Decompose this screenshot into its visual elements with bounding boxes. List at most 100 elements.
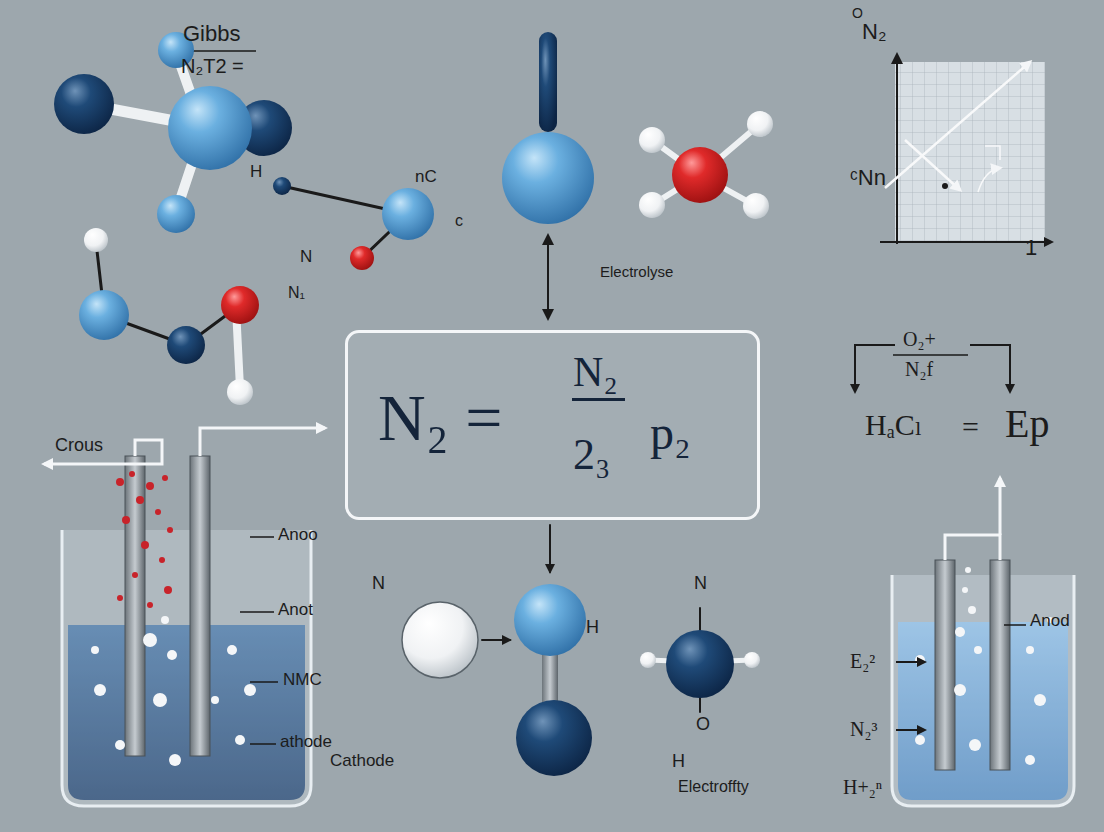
molecule-bottom — [640, 652, 656, 668]
line-chart — [885, 62, 1030, 188]
molecule-small — [350, 246, 374, 270]
molecule-stick — [539, 32, 557, 132]
molecule-bottom — [402, 602, 478, 678]
text-label: c — [455, 212, 463, 230]
electrolysis-beaker-right — [1025, 755, 1035, 765]
electrolysis-beaker-left — [143, 633, 157, 647]
electrolysis-beaker-right — [892, 575, 1074, 806]
text-label: O — [696, 715, 710, 735]
text-label: Anod — [1030, 612, 1070, 631]
electrolysis-beaker-left — [94, 684, 106, 696]
electrolysis-beaker-left — [235, 735, 245, 745]
electrolysis-beaker-left — [250, 681, 278, 683]
electrolysis-beaker-left — [116, 478, 124, 486]
electrolysis-beaker-right — [915, 655, 925, 665]
text-label: N₂ — [862, 20, 886, 44]
electrolysis-beaker-left — [244, 684, 256, 696]
molecule-chain — [227, 379, 253, 405]
molecule-stick — [502, 132, 594, 224]
molecule-tetrahedral — [54, 74, 114, 134]
electrolysis-beaker-left — [117, 595, 123, 601]
electrolysis-beaker-left — [115, 740, 125, 750]
equation-text: N₂ = — [378, 385, 502, 451]
molecule-water — [672, 147, 728, 203]
molecule-water — [639, 111, 773, 219]
text-label: Gibbs — [183, 22, 240, 46]
electrolysis-beaker-left — [169, 754, 181, 766]
electrolysis-beaker-left — [227, 645, 237, 655]
text-label: N — [372, 574, 385, 594]
electrolysis-beaker-left — [200, 428, 325, 456]
electrolysis-beaker-left — [240, 611, 274, 613]
electrolysis-beaker-right — [935, 560, 955, 770]
equation-text: 2₃ — [573, 433, 610, 477]
text-label: N₁ — [288, 284, 305, 302]
electrolysis-beaker-left — [159, 557, 165, 563]
molecule-water — [639, 192, 665, 218]
line-chart — [942, 183, 948, 189]
text-label: ᶜNn — [850, 166, 886, 190]
molecule-chain — [167, 326, 205, 364]
line-chart — [895, 62, 1045, 242]
text-label: H — [586, 618, 599, 638]
text-label: Electrolyse — [600, 264, 673, 281]
fraction-bar — [572, 398, 625, 401]
bracket-arrows — [855, 345, 895, 392]
text-label: H — [672, 752, 685, 772]
line-chart — [905, 140, 960, 190]
electrolysis-beaker-right — [892, 478, 1074, 806]
molecule-bottom — [482, 639, 510, 641]
electrolysis-beaker-right — [969, 739, 981, 751]
molecule-tetrahedral — [54, 32, 292, 233]
electrolysis-beaker-right — [1026, 646, 1034, 654]
text-label: O — [852, 6, 863, 21]
electrolysis-beaker-left — [167, 650, 177, 660]
molecule-chain — [221, 286, 259, 324]
text-label: N — [694, 574, 707, 594]
electrolysis-beaker-right — [896, 729, 925, 731]
molecule-bottom — [666, 630, 734, 698]
electrolysis-beaker-left — [125, 456, 145, 756]
electrolysis-beaker-left — [153, 693, 167, 707]
electrolysis-beaker-left — [129, 471, 135, 477]
text-label: E₂² — [850, 650, 875, 672]
electrolysis-beaker-left — [155, 509, 161, 515]
electrolysis-beaker-left — [147, 602, 153, 608]
electrolysis-beaker-right — [896, 661, 925, 663]
line-chart — [880, 55, 1052, 244]
text-label: H — [250, 163, 262, 182]
text-label: nC — [415, 168, 437, 187]
molecule-tetrahedral — [168, 86, 252, 170]
electrolysis-beaker-right — [915, 567, 1053, 765]
electrolysis-beaker-left — [164, 586, 172, 594]
electrolysis-beaker-left — [122, 516, 130, 524]
text-label: Electroffty — [678, 778, 749, 796]
electrolysis-beaker-right — [974, 646, 982, 654]
bracket-arrows — [855, 345, 1010, 392]
electrolysis-beaker-right — [1034, 694, 1046, 706]
electrolysis-beaker-left — [146, 482, 154, 490]
molecule-water — [639, 127, 665, 153]
text-label: N — [300, 248, 312, 267]
line-chart — [895, 62, 1045, 242]
electrolysis-beaker-left — [162, 475, 168, 481]
line-chart — [896, 55, 898, 244]
molecule-bottom — [744, 652, 760, 668]
text-label: 1 — [1025, 236, 1037, 260]
text-label: N₂³ — [850, 718, 877, 740]
text-label: Crous — [55, 436, 103, 456]
electrolysis-beaker-right — [915, 735, 925, 745]
molecule-water — [743, 193, 769, 219]
molecule-chain — [79, 228, 259, 405]
molecule-stick — [502, 32, 594, 318]
electrolysis-beaker-left — [161, 616, 169, 624]
text-label: H+₂ⁿ — [843, 776, 882, 798]
equation-text: p₂ — [650, 409, 691, 457]
electrolysis-beaker-left — [250, 743, 276, 745]
text-label: = — [962, 410, 979, 443]
text-label: Anoo — [278, 526, 318, 545]
molecule-bottom — [514, 584, 586, 656]
electrolysis-beaker-left — [190, 456, 210, 756]
molecule-chain — [84, 228, 108, 252]
electrolysis-beaker-right — [954, 684, 966, 696]
